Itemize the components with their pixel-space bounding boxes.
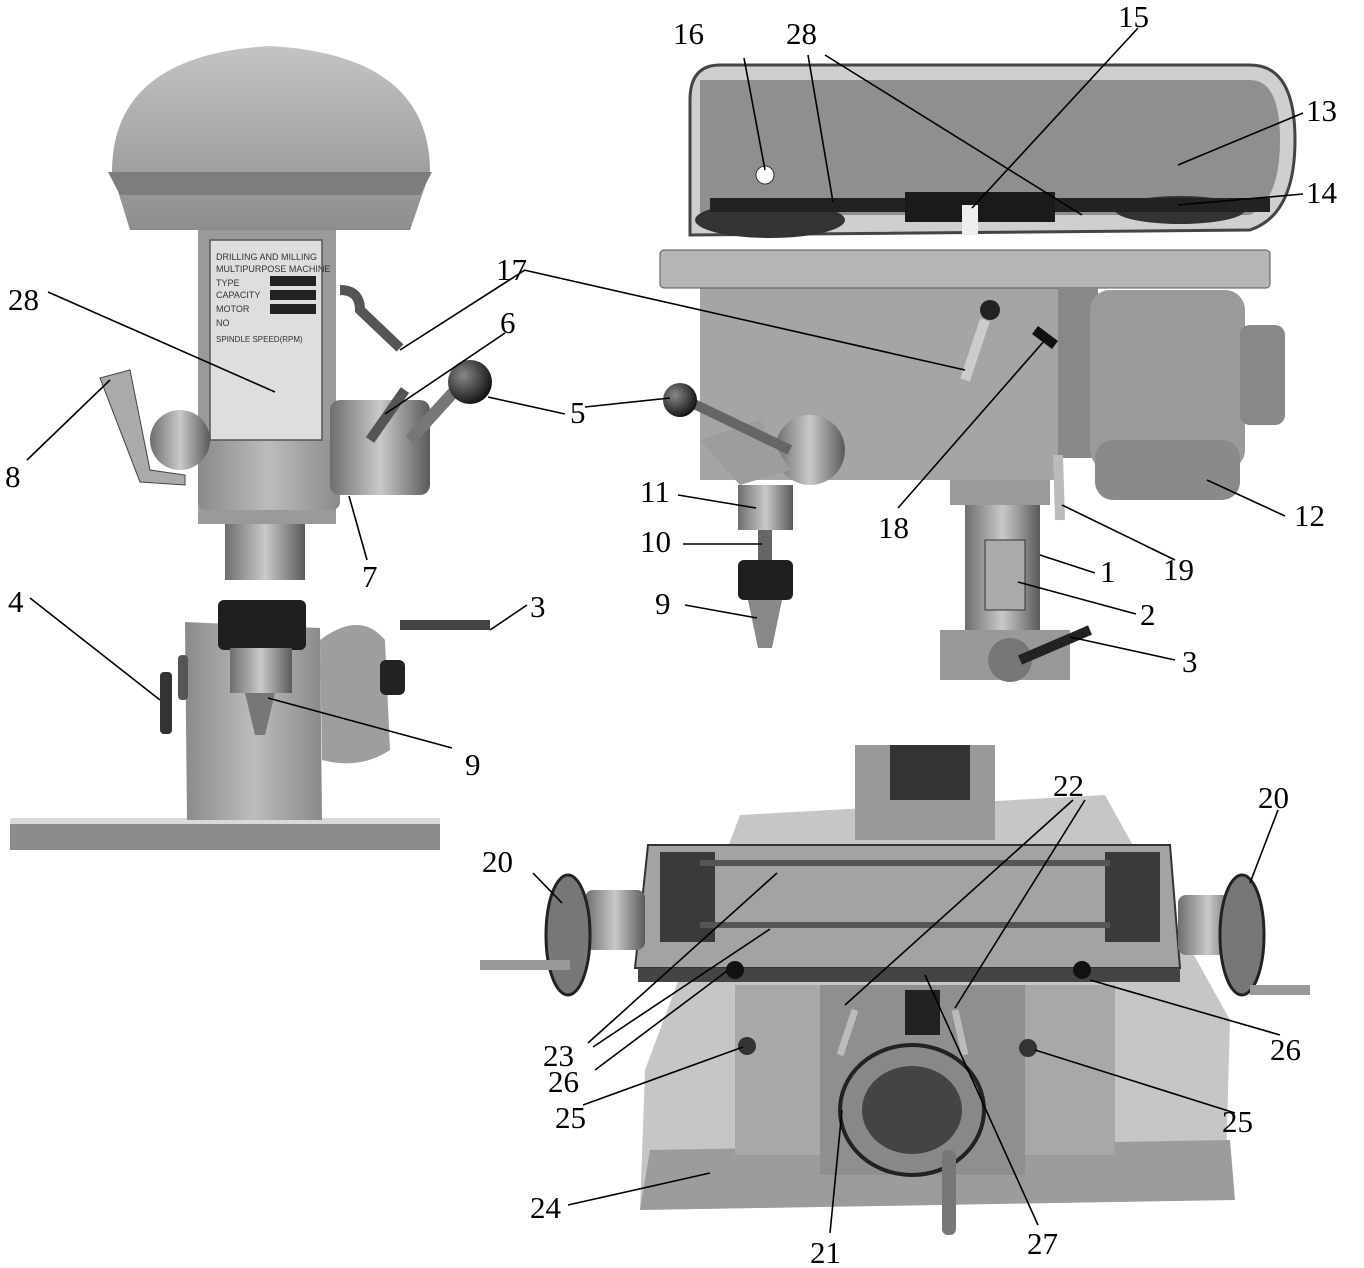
- callout-front-7: 7: [362, 559, 378, 594]
- callout-table-24: 24: [530, 1190, 562, 1225]
- callout-side-15: 15: [1118, 0, 1149, 34]
- callout-side-11: 11: [640, 474, 670, 509]
- callout-table-26-right: 26: [1270, 1032, 1301, 1067]
- callout-table-22: 22: [1053, 768, 1084, 803]
- callout-side-13: 13: [1306, 93, 1337, 128]
- callout-labels: 28 17 6 5 8 7 4 3 9 16 28 15 13 14 18 11…: [5, 0, 1338, 1268]
- callout-front-6: 6: [500, 305, 516, 340]
- front-view-photo: DRILLING AND MILLING MULTIPURPOSE MACHIN…: [10, 46, 492, 850]
- callout-front-9: 9: [465, 747, 481, 782]
- callout-front-17: 17: [496, 252, 527, 287]
- callout-table-26-left: 26: [548, 1064, 579, 1099]
- callout-table-23: 23: [543, 1038, 574, 1073]
- callout-table-27: 27: [1027, 1226, 1058, 1261]
- callout-side-2: 2: [1140, 597, 1156, 632]
- nameplate-motor: MOTOR: [216, 304, 250, 314]
- callout-table-21: 21: [810, 1235, 841, 1268]
- callout-table-20-right: 20: [1258, 780, 1289, 815]
- callout-side-14: 14: [1306, 175, 1338, 210]
- nameplate-capacity: CAPACITY: [216, 290, 260, 300]
- nameplate-no: NO: [216, 318, 230, 328]
- callout-side-1: 1: [1100, 554, 1116, 589]
- callout-table-25-left: 25: [555, 1100, 586, 1135]
- callout-front-28: 28: [8, 282, 39, 317]
- callout-side-19: 19: [1163, 552, 1194, 587]
- callout-side-28: 28: [786, 16, 817, 51]
- table-view-photo: [480, 745, 1310, 1235]
- nameplate-line1: DRILLING AND MILLING: [216, 252, 317, 262]
- callout-side-9: 9: [655, 586, 671, 621]
- nameplate-type: TYPE: [216, 278, 240, 288]
- callout-front-4: 4: [8, 584, 24, 619]
- side-view-photo: [659, 63, 1297, 682]
- callout-side-12: 12: [1294, 498, 1325, 533]
- callout-table-20-left: 20: [482, 844, 513, 879]
- callout-side-18: 18: [878, 510, 909, 545]
- callout-side-16: 16: [673, 16, 704, 51]
- callout-front-5: 5: [570, 395, 586, 430]
- callout-side-10: 10: [640, 524, 671, 559]
- callout-side-3: 3: [1182, 644, 1198, 679]
- callout-front-3: 3: [530, 589, 546, 624]
- nameplate-speed: SPINDLE SPEED(RPM): [216, 335, 303, 344]
- nameplate-line2: MULTIPURPOSE MACHINE: [216, 264, 330, 274]
- callout-front-8: 8: [5, 459, 21, 494]
- leader-lines: [26, 27, 1304, 1234]
- callout-table-25-right: 25: [1222, 1104, 1253, 1139]
